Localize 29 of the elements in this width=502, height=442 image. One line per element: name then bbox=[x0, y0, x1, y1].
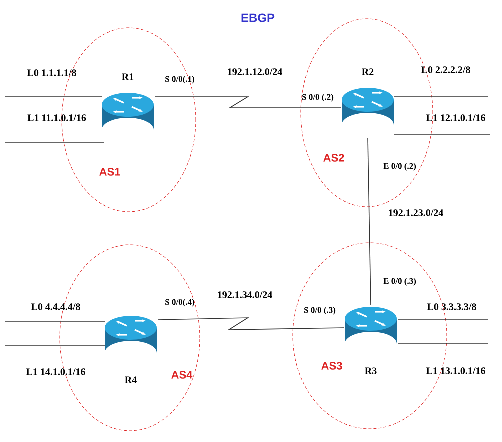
link-line bbox=[4, 142, 104, 144]
edge-label: L0 4.4.4.4/8 bbox=[31, 304, 80, 310]
edge-label: 192.1.12.0/24 bbox=[228, 68, 282, 76]
router: R3 bbox=[345, 307, 397, 374]
edge-label: L1 11.1.0.1/16 bbox=[28, 114, 86, 122]
link-line bbox=[394, 96, 488, 98]
link-line bbox=[158, 318, 344, 330]
edge-label: L1 12.1.0.1/16 bbox=[426, 114, 486, 122]
edge-label: L0 3.3.3.3/8 bbox=[427, 304, 476, 310]
router: R1 bbox=[102, 74, 154, 130]
router: R2 bbox=[342, 68, 394, 125]
edge-label: 192.1.23.0/24 bbox=[389, 210, 444, 216]
edge-label: 192.1.34.0/24 bbox=[218, 292, 272, 298]
link-line bbox=[154, 96, 342, 108]
title: EBGP bbox=[242, 14, 275, 22]
interface-label: E 0/0 (.2) bbox=[384, 163, 416, 171]
link-line bbox=[368, 138, 372, 306]
edge-label: L1 13.1.0.1/16 bbox=[426, 368, 486, 374]
node-label: R2 bbox=[362, 68, 374, 76]
interface-label: S 0/0 (.3) bbox=[304, 307, 336, 315]
node-label: R1 bbox=[122, 74, 134, 80]
node-label: R4 bbox=[125, 376, 137, 384]
edge-label: L0 2.2.2.2/8 bbox=[421, 66, 470, 74]
link-line bbox=[394, 134, 490, 136]
edge-label: L1 14.1.0.1/16 bbox=[26, 368, 86, 376]
router: R4 bbox=[105, 316, 157, 384]
node-label: R3 bbox=[365, 368, 377, 374]
edge-label: L0 1.1.1.1/8 bbox=[27, 70, 76, 76]
link-line bbox=[4, 96, 102, 98]
